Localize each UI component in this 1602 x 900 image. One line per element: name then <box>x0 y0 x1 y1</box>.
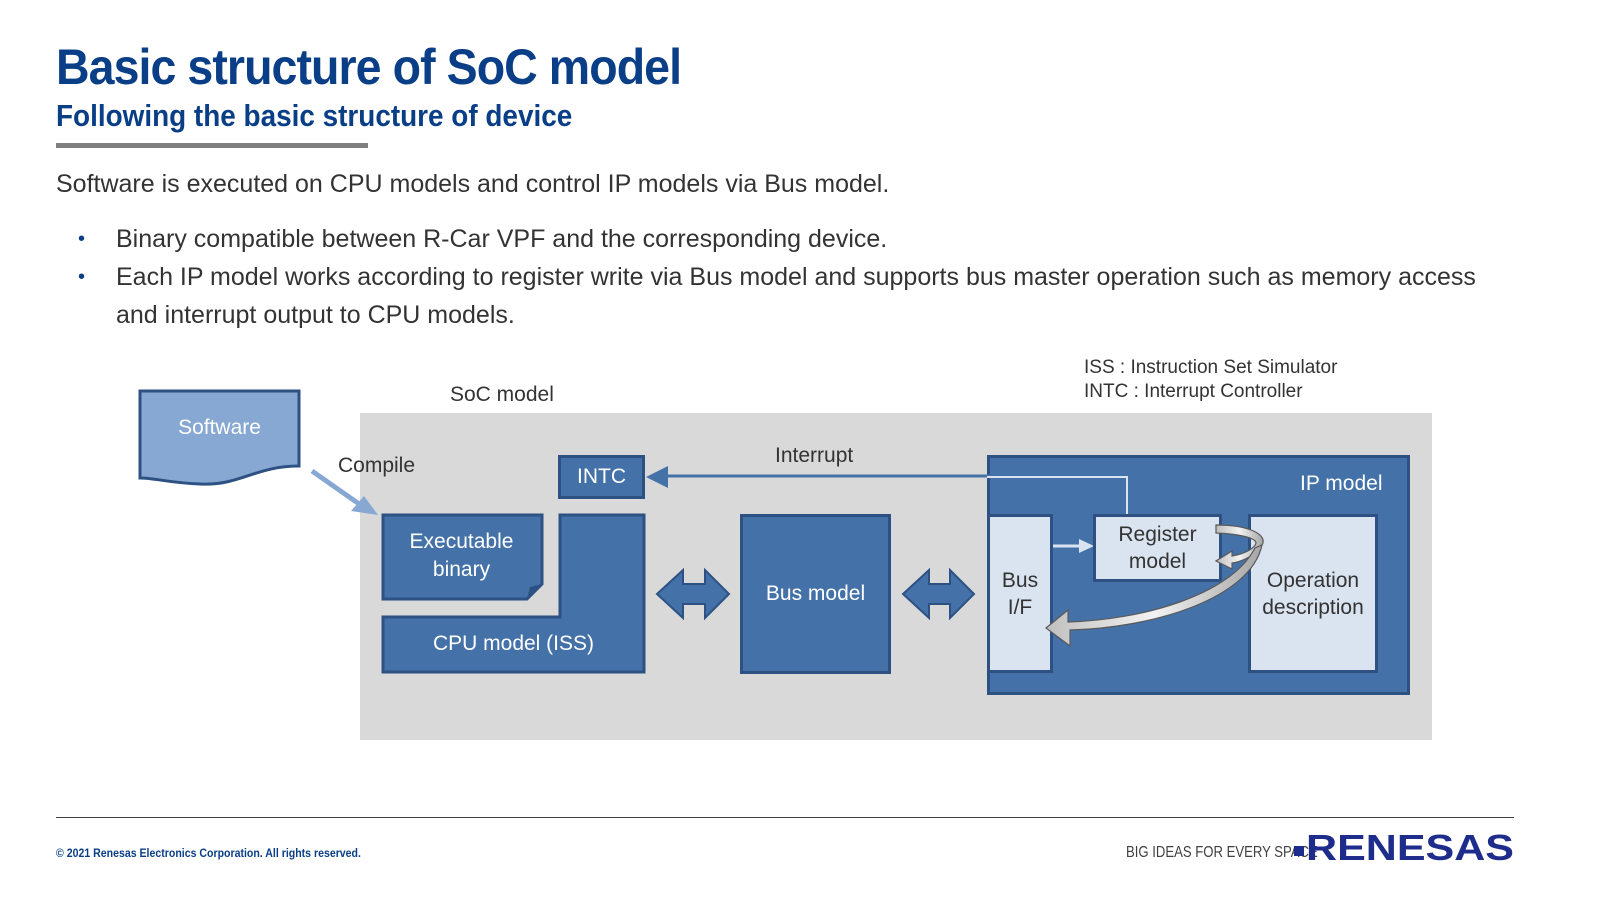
legend-iss: ISS : Instruction Set Simulator <box>1084 357 1338 378</box>
legend-intc: INTC : Interrupt Controller <box>1084 381 1303 402</box>
logo-wordmark: RENESAS <box>1306 827 1514 866</box>
title-underline <box>56 143 368 148</box>
executable-binary-label: Executable binary <box>409 530 514 581</box>
bullet-icon: • <box>78 228 86 250</box>
ip-model-label: IP model <box>1300 472 1383 495</box>
soc-model-label: SoC model <box>450 383 554 406</box>
footer-divider <box>56 817 1514 818</box>
abbreviation-legend: ISS : Instruction Set Simulator INTC : I… <box>1084 356 1337 404</box>
copyright-text: © 2021 Renesas Electronics Corporation. … <box>56 846 361 860</box>
renesas-logo: RENESAS <box>1294 827 1514 866</box>
compile-label: Compile <box>338 454 416 477</box>
intc-block: INTC <box>558 455 645 499</box>
page-subtitle: Following the basic structure of device <box>56 98 573 133</box>
cpu-model-label: CPU model (ISS) <box>432 632 595 655</box>
register-model-block: Register model <box>1093 514 1222 582</box>
bullet-icon: • <box>78 266 86 288</box>
operation-description-block: Operation description <box>1248 514 1378 673</box>
page-title: Basic structure of SoC model <box>56 39 682 95</box>
bus-if-block: Bus I/F <box>987 514 1053 673</box>
software-label: Software <box>178 416 261 439</box>
logo-square-icon <box>1294 846 1304 856</box>
bullet-item: •Binary compatible between R-Car VPF and… <box>56 220 1496 258</box>
bullet-item: •Each IP model works according to regist… <box>56 258 1496 334</box>
tagline: BIG IDEAS FOR EVERY SPACE <box>1126 844 1318 861</box>
bus-model-block: Bus model <box>740 514 891 674</box>
lead-paragraph: Software is executed on CPU models and c… <box>56 170 890 198</box>
interrupt-label: Interrupt <box>775 444 854 467</box>
bullet-list: •Binary compatible between R-Car VPF and… <box>56 220 1496 334</box>
